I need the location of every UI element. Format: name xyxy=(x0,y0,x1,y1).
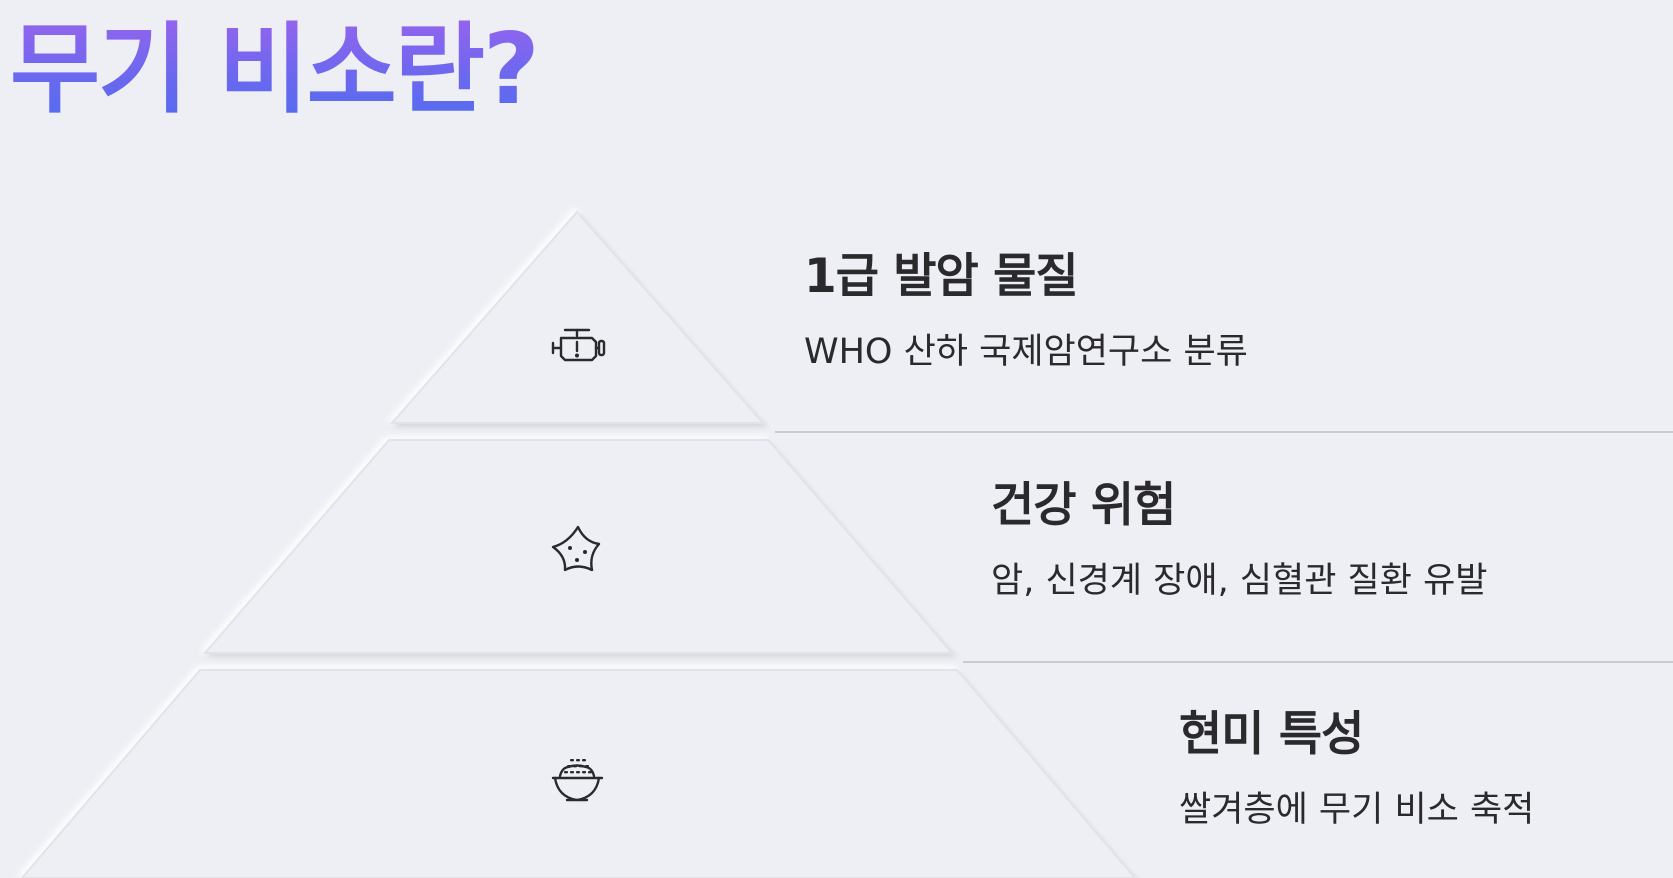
level-divider xyxy=(963,661,1673,663)
level-heading: 현미 특성 xyxy=(1179,707,1364,762)
rice-bowl-icon xyxy=(551,759,604,802)
pyramid-tier-middle xyxy=(202,439,955,654)
pyramid-tier-bottom xyxy=(20,669,1137,878)
level-heading: 건강 위험 xyxy=(991,478,1176,533)
germ-icon xyxy=(551,525,601,572)
level-description: WHO 산하 국제암연구소 분류 xyxy=(804,332,1248,372)
level-brown-rice: 현미 특성 쌀겨층에 무기 비소 축적 xyxy=(1179,705,1534,833)
warning-engine-icon xyxy=(551,328,606,362)
level-description: 암, 신경계 장애, 심혈관 질환 유발 xyxy=(991,561,1488,601)
level-description: 쌀겨층에 무기 비소 축적 xyxy=(1179,790,1535,830)
level-health-risk: 건강 위험 암, 신경계 장애, 심혈관 질환 유발 xyxy=(991,476,1487,604)
pyramid-tier-top xyxy=(389,210,766,424)
level-carcinogen: 1급 발암 물질 WHO 산하 국제암연구소 분류 xyxy=(804,247,1248,375)
level-divider xyxy=(775,431,1673,433)
page-title: 무기 비소란? xyxy=(10,10,540,130)
level-heading: 1급 발암 물질 xyxy=(804,249,1079,304)
